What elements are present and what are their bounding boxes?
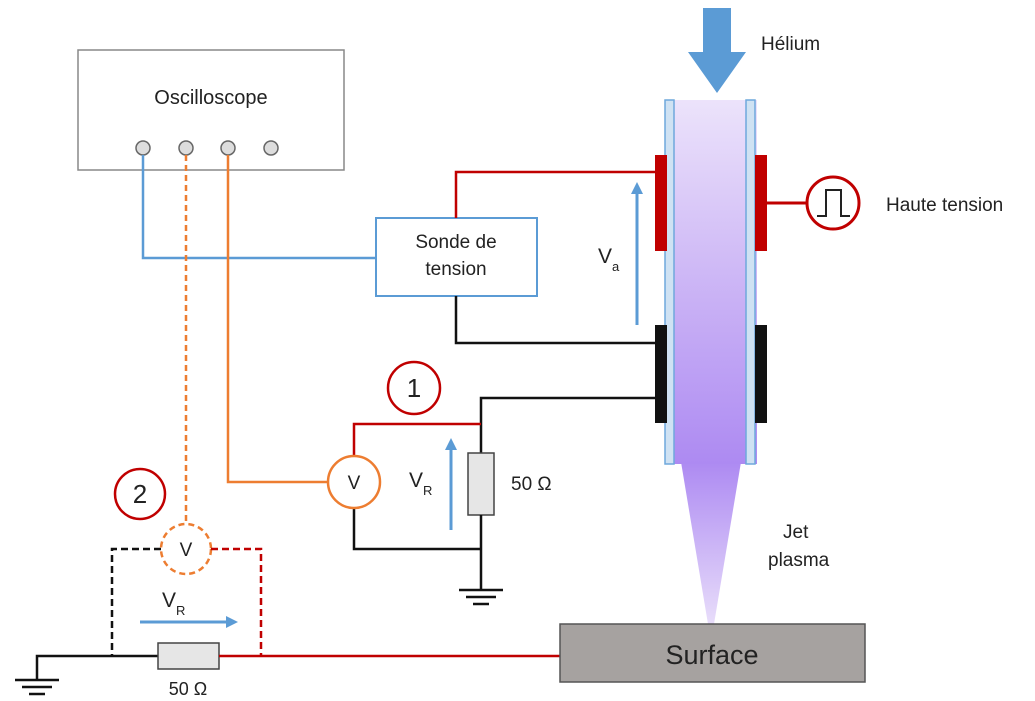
surface-label: Surface [665, 640, 758, 670]
voltmeter-1-bottom-wire [352, 508, 481, 551]
voltmeter-2-right-wire [211, 547, 263, 656]
voltage-probe-label-line1: Sonde de [415, 232, 496, 253]
resistor-2-label: 50 Ω [169, 679, 207, 699]
vr-label-1: VR [409, 469, 432, 498]
ground-symbol-icon [459, 588, 503, 606]
oscilloscope-channel-1 [135, 140, 151, 156]
resistor-1 [467, 452, 495, 516]
ground-electrode-left [655, 325, 667, 423]
square-pulse-icon [817, 189, 850, 217]
voltmeter-1 [326, 454, 382, 510]
probe-signal-wire [141, 155, 376, 260]
jet-label-line2: plasma [768, 550, 830, 571]
config-1-marker [386, 360, 442, 416]
surface [559, 623, 866, 683]
vr-label-2: VR [162, 589, 185, 618]
voltage-probe [375, 217, 538, 297]
config-1-label: 1 [407, 373, 421, 403]
hv-electrode-left [655, 155, 667, 251]
ground-symbol-icon [15, 678, 59, 696]
voltage-probe-label-line2: tension [425, 259, 486, 280]
plasma-jet [681, 462, 741, 624]
ground-wire-2 [35, 654, 158, 680]
vr-arrow-1 [445, 438, 457, 530]
probe-ground-wire [454, 296, 655, 345]
oscilloscope-channel-4 [263, 140, 279, 156]
jet-label-line1: Jet [783, 522, 809, 543]
voltmeter-2-label: V [180, 540, 193, 561]
high-voltage-label: Haute tension [886, 195, 1003, 216]
voltmeter-2-left-wire [110, 547, 161, 656]
config-2-label: 2 [133, 479, 147, 509]
dielectric-tube [664, 99, 757, 465]
hv-electrode-right [755, 155, 767, 251]
oscilloscope [77, 49, 345, 171]
oscilloscope-channel-2 [178, 140, 194, 156]
probe-hv-wire [454, 170, 655, 218]
va-arrow [631, 182, 643, 325]
oscilloscope-ch3-wire [226, 155, 328, 484]
hv-source [805, 175, 861, 231]
oscilloscope-label: Oscilloscope [154, 87, 267, 109]
vr-arrow-2 [140, 616, 238, 628]
ground-electrode-right [755, 325, 767, 423]
va-label: Va [598, 245, 620, 274]
ground-electrode-wire [479, 396, 655, 453]
config-2-marker [113, 467, 167, 521]
resistor-2 [157, 642, 220, 670]
voltmeter-1-top-wire [352, 422, 481, 456]
voltmeter-1-label: V [348, 473, 361, 494]
resistor-1-label: 50 Ω [511, 474, 552, 495]
oscilloscope-channel-3 [220, 140, 236, 156]
helium-label: Hélium [761, 34, 820, 55]
down-arrow-icon [688, 8, 746, 93]
